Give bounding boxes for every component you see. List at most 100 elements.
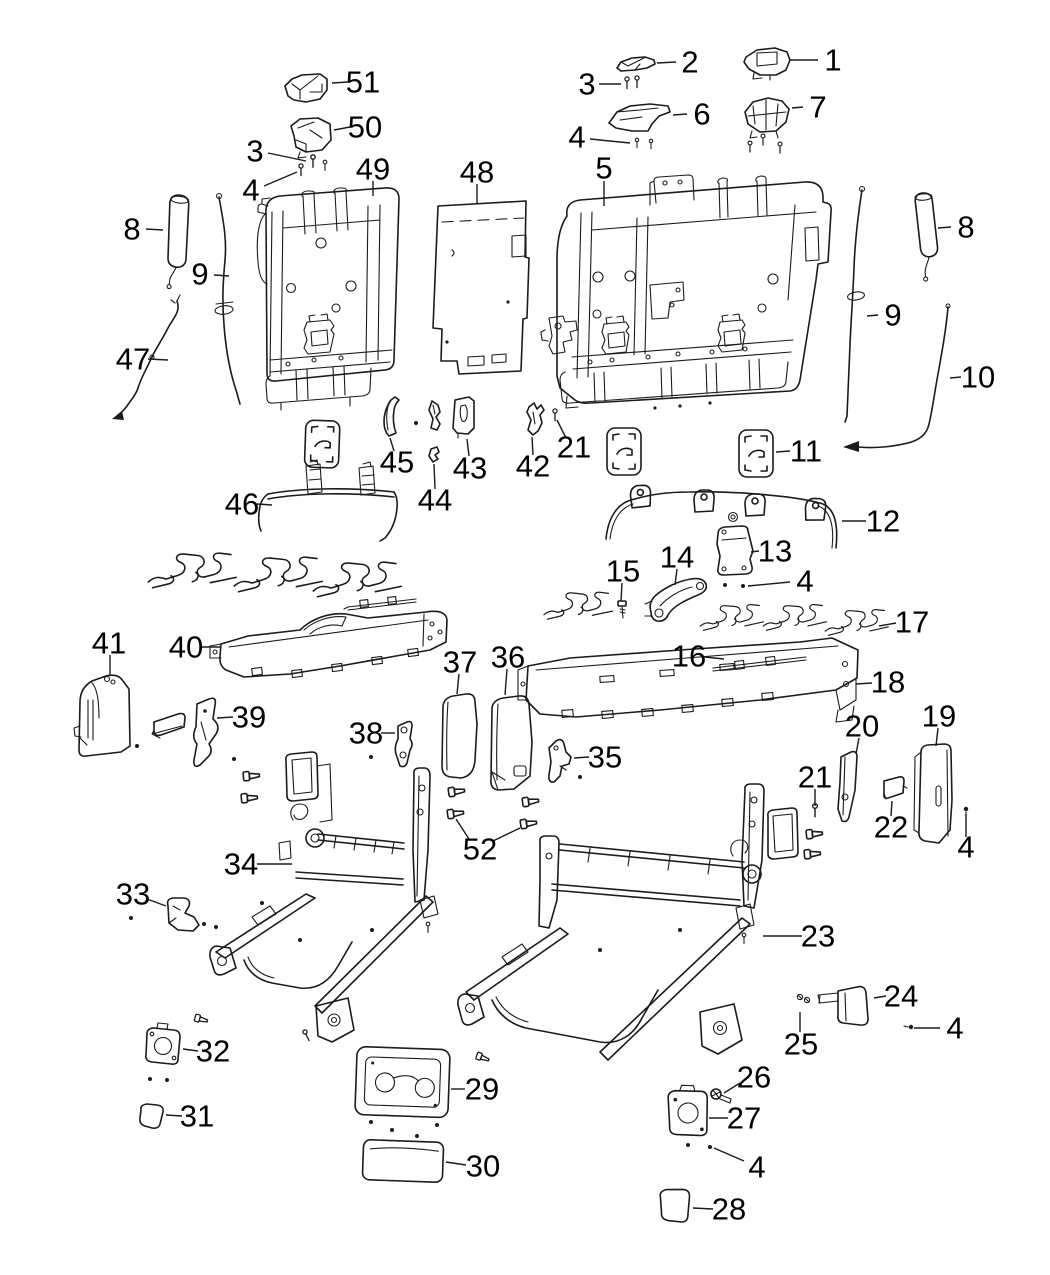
leader-line-24 xyxy=(873,995,887,999)
leader-line-32 xyxy=(182,1048,199,1052)
callout-45[interactable]: 45 xyxy=(380,445,414,480)
callout-12[interactable]: 12 xyxy=(866,504,900,539)
part-9-cable-right xyxy=(844,185,866,423)
part-22-clip xyxy=(883,776,908,800)
callout-36[interactable]: 36 xyxy=(491,640,525,675)
callout-3[interactable]: 3 xyxy=(578,67,595,102)
callout-20[interactable]: 20 xyxy=(845,709,879,744)
callout-40[interactable]: 40 xyxy=(169,630,203,665)
callout-9[interactable]: 9 xyxy=(884,298,901,333)
callout-50[interactable]: 50 xyxy=(348,110,382,145)
part-38-bracket xyxy=(394,720,413,768)
callout-15[interactable]: 15 xyxy=(606,554,640,589)
part-7-isolator xyxy=(744,97,790,139)
callout-4[interactable]: 4 xyxy=(748,1150,765,1185)
callout-4[interactable]: 4 xyxy=(946,1011,963,1046)
callout-1[interactable]: 1 xyxy=(824,43,841,78)
callout-7[interactable]: 7 xyxy=(809,90,826,125)
part-11-anchor-plate xyxy=(606,427,642,476)
callout-4[interactable]: 4 xyxy=(957,830,974,865)
callout-52[interactable]: 52 xyxy=(463,832,497,867)
callout-10[interactable]: 10 xyxy=(961,360,995,395)
callout-13[interactable]: 13 xyxy=(758,534,792,569)
leader-line-20 xyxy=(855,737,860,755)
part-20-trim xyxy=(837,750,858,823)
part-12-pivot-rod xyxy=(605,484,838,549)
callout-44[interactable]: 44 xyxy=(418,483,452,518)
callout-48[interactable]: 48 xyxy=(460,155,494,190)
callout-22[interactable]: 22 xyxy=(874,810,908,845)
callout-30[interactable]: 30 xyxy=(466,1149,500,1184)
callout-18[interactable]: 18 xyxy=(871,665,905,700)
callout-21[interactable]: 21 xyxy=(798,760,832,795)
leader-line-35 xyxy=(573,756,590,759)
part-31-pad xyxy=(139,1103,164,1129)
part-47-release-cable xyxy=(112,294,181,420)
callout-17[interactable]: 17 xyxy=(895,605,929,640)
part-29-bezel xyxy=(354,1045,451,1119)
part-45-guide xyxy=(383,396,400,437)
callout-29[interactable]: 29 xyxy=(465,1072,499,1107)
screw-dot xyxy=(708,1145,712,1149)
part-30-pad xyxy=(361,1139,445,1183)
part-1-latch xyxy=(743,47,791,81)
callout-21[interactable]: 21 xyxy=(557,430,591,465)
part-18-cushion-frame-right xyxy=(517,637,859,723)
callout-14[interactable]: 14 xyxy=(660,540,694,575)
leader-line-10 xyxy=(949,376,962,379)
callout-32[interactable]: 32 xyxy=(196,1034,230,1069)
callout-2[interactable]: 2 xyxy=(681,45,698,80)
callout-28[interactable]: 28 xyxy=(712,1192,746,1227)
callout-25[interactable]: 25 xyxy=(784,1027,818,1062)
callout-19[interactable]: 19 xyxy=(922,699,956,734)
callout-38[interactable]: 38 xyxy=(349,716,383,751)
callout-39[interactable]: 39 xyxy=(232,700,266,735)
callout-9[interactable]: 9 xyxy=(191,257,208,292)
callout-24[interactable]: 24 xyxy=(884,979,918,1014)
part-40-cushion-frame-left xyxy=(209,610,448,679)
callout-26[interactable]: 26 xyxy=(737,1060,771,1095)
part-34-seat-track-left xyxy=(209,751,439,1043)
part-42-bracket xyxy=(526,402,545,436)
callout-5[interactable]: 5 xyxy=(595,151,612,186)
callout-27[interactable]: 27 xyxy=(727,1101,761,1136)
part-23-seat-track-right xyxy=(457,783,799,1061)
callout-4[interactable]: 4 xyxy=(568,120,585,155)
screw-dot xyxy=(686,1143,690,1147)
leader-line-13 xyxy=(750,550,760,553)
bolts-52 xyxy=(446,784,540,830)
screw-21-top xyxy=(552,408,558,422)
part-8-strut-right xyxy=(914,192,939,282)
callout-42[interactable]: 42 xyxy=(516,449,550,484)
callout-49[interactable]: 49 xyxy=(356,152,390,187)
callout-33[interactable]: 33 xyxy=(116,877,150,912)
callout-23[interactable]: 23 xyxy=(801,919,835,954)
callout-46[interactable]: 46 xyxy=(225,487,259,522)
part-50-latch xyxy=(290,117,332,159)
leader-line-19 xyxy=(935,727,939,747)
callout-3[interactable]: 3 xyxy=(246,134,263,169)
callout-31[interactable]: 31 xyxy=(180,1099,214,1134)
callout-37[interactable]: 37 xyxy=(443,645,477,680)
callout-11[interactable]: 11 xyxy=(790,434,822,469)
misc-screw-dots-mid xyxy=(135,583,745,779)
callout-16[interactable]: 16 xyxy=(672,639,706,674)
callout-51[interactable]: 51 xyxy=(346,65,380,100)
leader-line-2 xyxy=(656,61,677,64)
callout-8[interactable]: 8 xyxy=(123,212,140,247)
callout-6[interactable]: 6 xyxy=(693,97,710,132)
part-5-seatback-frame-right xyxy=(540,174,832,410)
bolt-26 xyxy=(710,1088,732,1104)
callout-35[interactable]: 35 xyxy=(588,740,622,775)
part-35-bracket xyxy=(548,738,572,783)
callout-34[interactable]: 34 xyxy=(224,847,258,882)
leader-line-36 xyxy=(504,668,508,696)
callout-4[interactable]: 4 xyxy=(242,173,259,208)
part-49-seatback-frame-left xyxy=(256,187,400,411)
callout-4[interactable]: 4 xyxy=(796,564,813,599)
callout-47[interactable]: 47 xyxy=(116,342,150,377)
callout-41[interactable]: 41 xyxy=(92,626,126,661)
callout-43[interactable]: 43 xyxy=(453,451,487,486)
misc-screw-dots-left xyxy=(129,916,491,1138)
callout-8[interactable]: 8 xyxy=(957,210,974,245)
